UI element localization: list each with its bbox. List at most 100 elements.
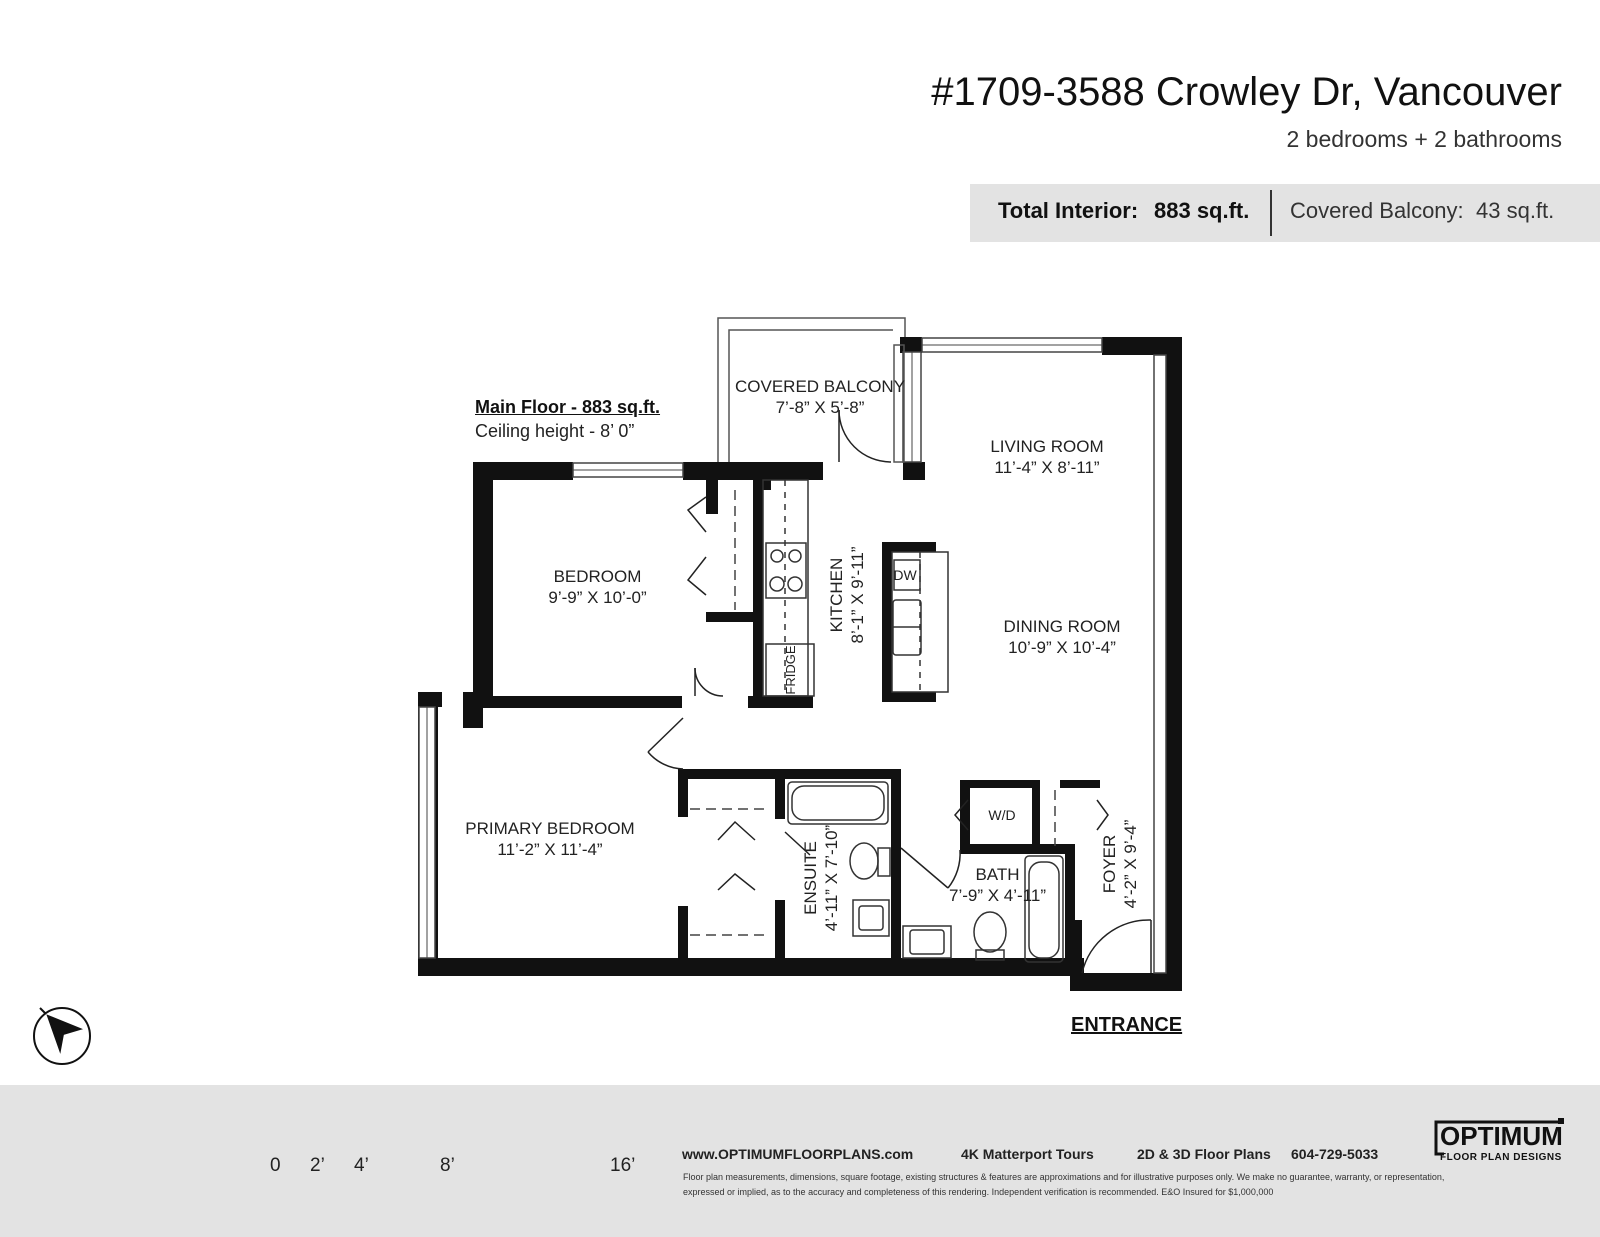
room-label-bedroom: BEDROOM 9’-9” X 10’-0” [520, 566, 675, 608]
wall [678, 906, 688, 966]
window [1153, 354, 1167, 974]
area-divider [1270, 190, 1272, 236]
kitchen-island [882, 542, 936, 552]
wall [903, 462, 925, 480]
website-link[interactable]: www.OPTIMUMFLOORPLANS.com [682, 1146, 914, 1162]
room-name: COVERED BALCONY [735, 377, 906, 396]
door-swing [647, 751, 684, 770]
room-name: LIVING ROOM [990, 437, 1104, 456]
door-swing [947, 849, 961, 889]
room-dimensions: 10’-9” X 10’-4” [1008, 638, 1116, 657]
door-leaf [784, 831, 811, 856]
room-label-balcony: COVERED BALCONY 7’-8” X 5’-8” [735, 376, 905, 418]
wall [678, 769, 688, 817]
wall [753, 480, 771, 490]
wall [473, 696, 682, 708]
bathtub [1024, 855, 1064, 963]
bathtub [787, 781, 889, 825]
wall [1164, 337, 1182, 991]
wall [683, 769, 901, 779]
washer-dryer-label: W/D [988, 807, 1016, 823]
room-name: BATH [975, 865, 1020, 884]
room-dimensions: 7’-9” X 4’-11” [949, 886, 1046, 905]
room-name: BEDROOM [553, 567, 642, 586]
total-interior-label: Total Interior: [998, 198, 1139, 223]
wall [891, 769, 901, 966]
wall [473, 462, 573, 480]
scale-label: 2’ [310, 1155, 325, 1176]
door-leaf [900, 847, 949, 889]
wall [960, 780, 970, 854]
footer-band [0, 1085, 1600, 1237]
wall [775, 769, 785, 819]
fridge [765, 643, 815, 697]
closet-door [686, 556, 707, 596]
service-floorplans: 2D & 3D Floor Plans [1137, 1146, 1271, 1162]
covered-balcony-label: Covered Balcony: [1290, 198, 1464, 223]
wall [1070, 973, 1182, 991]
fridge-label: FRIDGE [783, 645, 798, 695]
disclaimer: expressed or implied, as to the accuracy… [683, 1187, 1274, 1197]
scale-label: 0 [270, 1155, 281, 1176]
room-name: ENSUITE [801, 841, 820, 915]
wall [960, 780, 1040, 788]
toilet [973, 911, 1007, 953]
closet-door [717, 873, 756, 891]
room-label-dining: DINING ROOM 10’-9” X 10’-4” [982, 616, 1142, 658]
logo-tagline: FLOOR PLAN DESIGNS [1440, 1152, 1562, 1163]
scale-label: 8’ [440, 1155, 455, 1176]
room-label-living: LIVING ROOM 11’-4” X 8’-11” [967, 436, 1127, 478]
scale-label: 16’ [610, 1155, 636, 1176]
kitchen-island [882, 542, 892, 702]
service-matterport: 4K Matterport Tours [961, 1146, 1094, 1162]
wall [1065, 850, 1075, 976]
room-name: PRIMARY BEDROOM [465, 819, 635, 838]
wall [900, 337, 922, 353]
address-title: #1709-3588 Crowley Dr, Vancouver [931, 70, 1562, 114]
door-swing [1081, 919, 1152, 974]
wall [1060, 780, 1100, 788]
disclaimer: Floor plan measurements, dimensions, squ… [683, 1172, 1445, 1182]
stove [765, 542, 807, 599]
room-label-foyer: FOYER 4’-2” X 9’-4” [1099, 809, 1143, 919]
wall [706, 612, 759, 622]
closet-door [1096, 799, 1109, 831]
wall [1032, 780, 1040, 850]
room-dimensions: 8’-1” X 9’-11” [848, 546, 867, 644]
balcony-rail [728, 329, 893, 462]
door-leaf [647, 717, 684, 753]
north-arrow-icon [33, 1007, 91, 1065]
room-label-primary: PRIMARY BEDROOM 11’-2” X 11’-4” [460, 818, 640, 860]
door-swing [694, 667, 724, 697]
balcony-rail [717, 317, 906, 462]
room-label-bath: BATH 7’-9” X 4’-11” [930, 864, 1065, 906]
covered-balcony-value: 43 sq.ft. [1476, 198, 1555, 223]
room-dimensions: 9’-9” X 10’-0” [548, 588, 647, 607]
closet-door [686, 496, 707, 533]
toilet [849, 842, 879, 880]
wall [753, 480, 763, 705]
room-name: DINING ROOM [1003, 617, 1121, 636]
logo-wordmark: OPTIMUM [1440, 1121, 1563, 1151]
phone-number: 604-729-5033 [1291, 1146, 1379, 1162]
logo-bracket-icon [1434, 1118, 1564, 1156]
room-dimensions: 7’-8” X 5’-8” [775, 398, 865, 417]
balcony-door-jamb [893, 344, 905, 463]
floor-title: Main Floor - 883 sq.ft. [475, 397, 661, 417]
room-name: KITCHEN [827, 557, 846, 633]
wall [418, 958, 1084, 976]
kitchen-island [882, 692, 936, 702]
area-summary-bar: Total Interior: 883 sq.ft. Covered Balco… [970, 184, 1600, 242]
room-label-ensuite: ENSUITE 4’-11” X 7’-10” [800, 816, 844, 940]
scale-label: 4’ [354, 1155, 369, 1176]
wall [748, 696, 813, 708]
closet-door [717, 820, 756, 841]
ceiling-height: Ceiling height - 8’ 0” [475, 421, 635, 441]
wall [960, 844, 1075, 854]
total-interior-value: 883 sq.ft. [1154, 198, 1250, 223]
room-name: FOYER [1100, 834, 1119, 894]
room-dimensions: 4’-11” X 7’-10” [822, 824, 841, 932]
vanity [852, 899, 890, 937]
